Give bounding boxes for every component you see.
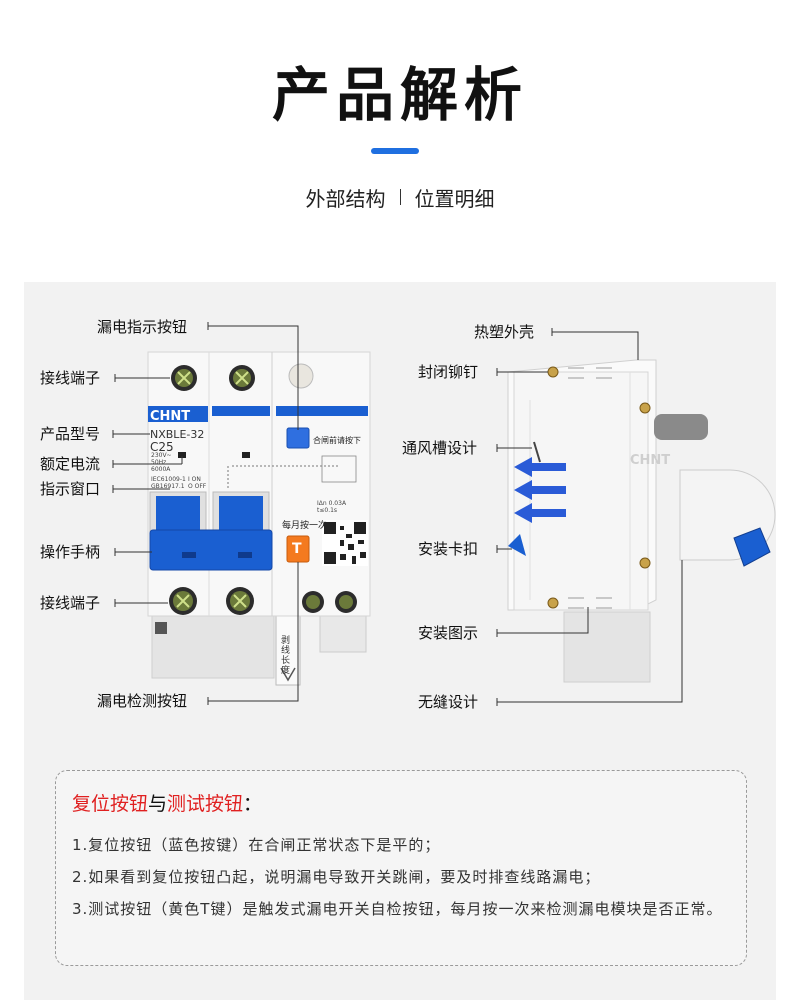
monthly-test-text: 每月按一次 bbox=[282, 521, 328, 531]
leak-spec-2: t≤0.1s bbox=[317, 507, 338, 514]
test-key-letter: T bbox=[292, 541, 302, 557]
front-off-text: O OFF bbox=[188, 483, 207, 490]
label-vent: 通风槽设计 bbox=[402, 439, 478, 457]
title-underline bbox=[371, 148, 419, 154]
notes-box: 复位按钮与测试按钮： 1.复位按钮（蓝色按键）在合闸正常状态下是平的； 2.如果… bbox=[55, 770, 747, 966]
front-brand-logo: CHNT bbox=[150, 409, 191, 424]
right-callout-lines bbox=[496, 328, 683, 706]
strip-length-label: 剥线长度 bbox=[281, 636, 291, 676]
notes-heading-colon: ： bbox=[243, 793, 263, 815]
subtitle-right: 位置明细 bbox=[414, 186, 495, 211]
label-rated-current: 额定电流 bbox=[40, 455, 101, 473]
notes-heading: 复位按钮与测试按钮： bbox=[72, 789, 262, 816]
reset-hint-text: 合闸前请按下 bbox=[313, 436, 361, 445]
label-leak-test-button: 漏电检测按钮 bbox=[97, 692, 188, 710]
page-title: 产品解析 bbox=[271, 61, 528, 129]
front-spec-2: 50Hz bbox=[151, 459, 167, 466]
label-leak-indicator-button: 漏电指示按钮 bbox=[97, 318, 188, 336]
front-on-text: I ON bbox=[188, 476, 201, 483]
note-line-2: 2.如果看到复位按钮凸起，说明漏电导致开关跳闸，要及时排查线路漏电； bbox=[72, 868, 601, 886]
note-line-3: 3.测试按钮（黄色T键）是触发式漏电开关自检按钮，每月按一次来检测漏电模块是否正… bbox=[72, 900, 723, 918]
subtitle: 外部结构 位置明细 bbox=[0, 184, 800, 211]
notes-heading-reset: 复位按钮 bbox=[72, 793, 149, 815]
label-model: 产品型号 bbox=[40, 425, 101, 443]
label-clip: 安装卡扣 bbox=[418, 540, 479, 558]
front-current-text: C25 bbox=[150, 440, 174, 454]
front-model-text: NXBLE-32 bbox=[150, 428, 205, 441]
front-view-device bbox=[147, 351, 371, 686]
notes-heading-and: 与 bbox=[148, 793, 168, 815]
side-brand-logo: CHNT bbox=[630, 453, 671, 468]
label-terminal-top: 接线端子 bbox=[40, 369, 101, 387]
notes-heading-test: 测试按钮 bbox=[167, 793, 244, 815]
label-seamless: 无缝设计 bbox=[418, 693, 479, 711]
label-shell: 热塑外壳 bbox=[474, 323, 535, 341]
leak-spec-1: IΔn 0.03A bbox=[317, 500, 347, 507]
note-line-1: 1.复位按钮（蓝色按键）在合闸正常状态下是平的； bbox=[72, 836, 441, 854]
front-std-2: GB16917.1 bbox=[151, 483, 185, 490]
label-indicator-window: 指示窗口 bbox=[40, 480, 101, 498]
label-terminal-bottom: 接线端子 bbox=[40, 594, 101, 612]
front-spec-3: 6000A bbox=[151, 466, 171, 473]
front-std-1: IEC61009-1 bbox=[151, 476, 186, 483]
label-install-diagram: 安装图示 bbox=[418, 624, 479, 642]
label-handle: 操作手柄 bbox=[40, 543, 101, 561]
subtitle-divider bbox=[399, 189, 401, 205]
label-rivet: 封闭铆钉 bbox=[418, 363, 479, 381]
left-callout-lines bbox=[112, 322, 299, 705]
subtitle-left: 外部结构 bbox=[305, 186, 386, 211]
front-spec-1: 230V~ bbox=[151, 452, 172, 459]
side-view-device bbox=[507, 359, 776, 683]
